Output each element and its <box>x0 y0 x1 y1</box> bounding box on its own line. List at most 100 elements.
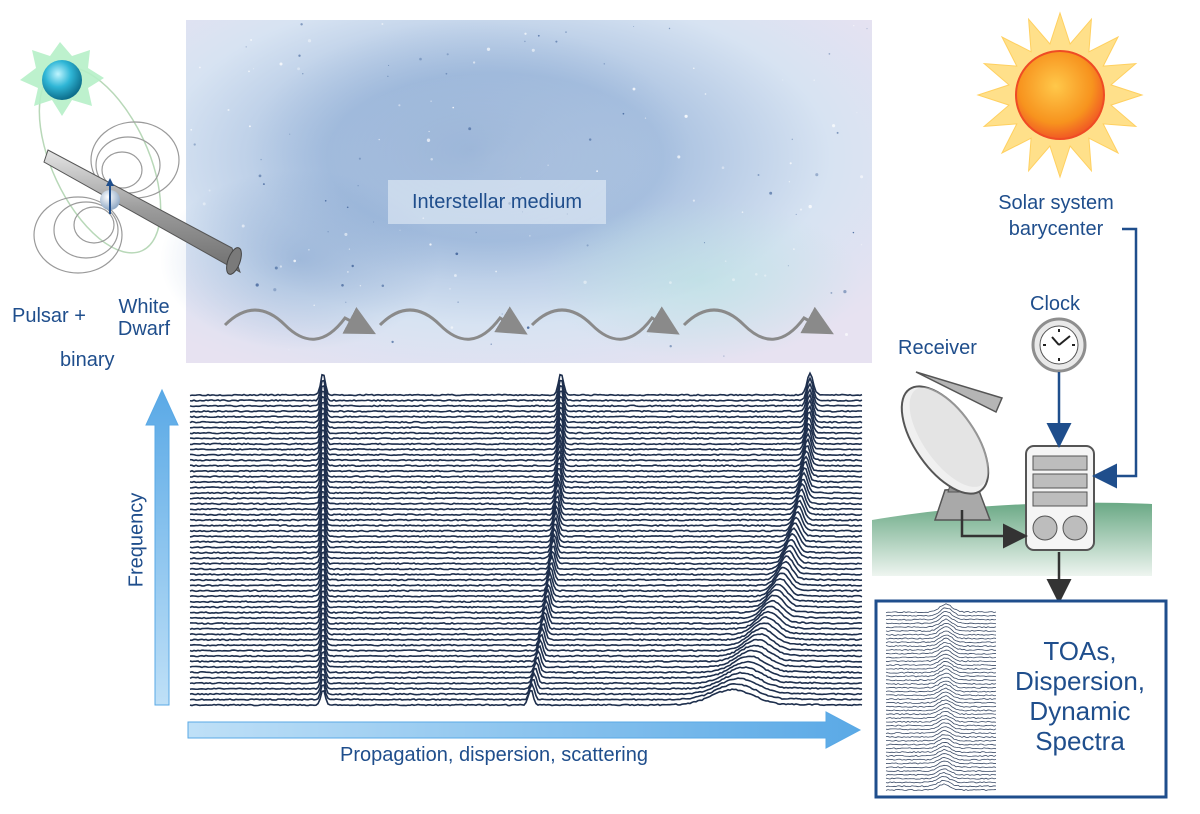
pulse-profile-trace <box>885 764 997 773</box>
pulse-profile-trace <box>189 476 863 500</box>
pulse-profile-trace <box>885 699 997 708</box>
pulse-profile-trace <box>189 422 863 446</box>
pulse-profile-trace <box>885 737 997 746</box>
frequency-axis-arrow <box>145 388 179 706</box>
pulse-profile-trace <box>189 583 863 604</box>
pulsar-icon <box>20 42 104 116</box>
pulse-profile-trace <box>885 653 997 663</box>
pulse-profile-trace <box>189 614 863 636</box>
pulse-profile-trace <box>189 471 863 495</box>
pulse-profile-trace <box>885 715 997 723</box>
pulse-profile-trace <box>885 668 997 678</box>
pulse-profile-trace <box>885 618 997 629</box>
pulse-profile-trace <box>189 404 863 430</box>
pulse-profile-trace <box>885 676 997 685</box>
pulse-profile-trace <box>189 560 863 582</box>
sun-icon <box>976 11 1144 179</box>
pulse-profile-trace <box>189 454 863 479</box>
pulse-profile-trace <box>189 554 863 576</box>
pulse-profile-trace <box>189 466 863 489</box>
pulse-profile-trace <box>189 577 863 598</box>
pulse-profile-trace <box>189 655 863 674</box>
white-dwarf-label: White Dwarf <box>117 296 171 340</box>
ism-star-field <box>190 23 868 357</box>
pulse-profile-trace <box>885 626 997 636</box>
pulse-profile-trace <box>189 648 863 669</box>
pulse-profile-trace <box>189 671 863 691</box>
output-profile-stack <box>885 603 997 791</box>
pulse-profile-trace <box>885 772 997 780</box>
output-box <box>874 599 1168 799</box>
pulse-profile-trace <box>189 660 863 680</box>
pulse-profile-trace <box>189 488 863 511</box>
pulse-profile-trace <box>885 630 997 640</box>
pulse-profile-trace <box>885 637 997 648</box>
pulse-profile-trace <box>189 515 863 538</box>
pulse-profile-trace <box>885 711 997 720</box>
pulse-profile-trace <box>885 745 997 754</box>
pulse-profile-trace <box>885 753 997 761</box>
pulse-profile-trace <box>885 742 997 750</box>
propagation-axis-label: Propagation, dispersion, scattering <box>340 744 648 766</box>
pulse-profile-trace <box>189 532 863 555</box>
pulse-profile-trace <box>885 718 997 727</box>
clock-label: Clock <box>1030 293 1081 315</box>
frequency-axis-label: Frequency <box>125 492 148 588</box>
pulse-profile-trace <box>885 783 997 791</box>
pulse-profile-trace <box>189 504 863 528</box>
pulse-profile-trace <box>189 688 863 707</box>
propagation-axis-arrow <box>187 711 862 749</box>
pulse-profile-trace <box>189 604 863 625</box>
pulse-profile-trace <box>885 734 997 742</box>
pulse-profile-trace <box>189 632 863 653</box>
radio-dish-icon <box>900 371 1004 521</box>
pulse-profile-trace <box>189 432 863 457</box>
pulse-profile-trace <box>885 691 997 701</box>
pulse-profile-trace <box>885 702 997 712</box>
pulse-profile-trace <box>189 522 863 544</box>
pulse-profile-trace <box>189 371 863 397</box>
pulse-profile-trace <box>189 587 863 609</box>
pulse-profile-trace <box>189 382 863 408</box>
pulse-profile-trace <box>885 779 997 788</box>
pulse-profile-trace <box>189 550 863 571</box>
clock-icon <box>1031 317 1087 373</box>
pulse-profile-trace <box>885 623 997 632</box>
ground <box>872 502 1152 576</box>
pulse-profile-trace <box>885 768 997 776</box>
pulse-profile-trace <box>189 610 863 631</box>
white-dwarf-icon <box>100 178 120 214</box>
pulse-profile-trace <box>885 661 997 670</box>
pulse-profile-trace <box>885 664 997 674</box>
pulse-profile-trace <box>189 410 863 435</box>
pulsar-binary-illustration <box>20 42 242 275</box>
backend-computer-icon <box>1025 445 1095 551</box>
pulse-profile-trace <box>885 726 997 735</box>
pulse-profile-trace <box>189 526 863 549</box>
pulse-profile-trace <box>885 680 997 689</box>
pulse-profile-trace <box>189 437 863 462</box>
pulse-profile-trace <box>189 677 863 696</box>
pulse-profile-trace <box>885 649 997 659</box>
pulse-profile-trace <box>189 570 863 593</box>
pulse-profile-trace <box>885 687 997 697</box>
pulse-profile-trace <box>885 603 997 613</box>
pulse-profile-trace <box>189 416 863 440</box>
output-label: TOAs, Dispersion, Dynamic Spectra <box>1014 636 1146 756</box>
pulse-profile-trace <box>885 607 997 617</box>
pulse-profile-trace <box>189 622 863 642</box>
pulse-profile-trace <box>885 611 997 621</box>
pulse-profile-trace <box>189 398 863 424</box>
solar-barycenter-label: Solar system barycenter <box>998 192 1114 240</box>
pulse-profile-trace <box>189 442 863 468</box>
pulse-profile-trace <box>189 425 863 451</box>
pulse-profile-trace <box>189 449 863 473</box>
pulse-profile-trace <box>189 644 863 663</box>
pulse-profile-trace <box>189 460 863 484</box>
pulse-profile-trace <box>885 757 997 765</box>
pulse-profile-trace <box>189 376 863 402</box>
binary-label: binary <box>60 349 115 371</box>
connector-arrows <box>960 227 1138 604</box>
pulse-profile-trace <box>885 748 997 757</box>
pulse-profile-trace <box>189 392 863 419</box>
